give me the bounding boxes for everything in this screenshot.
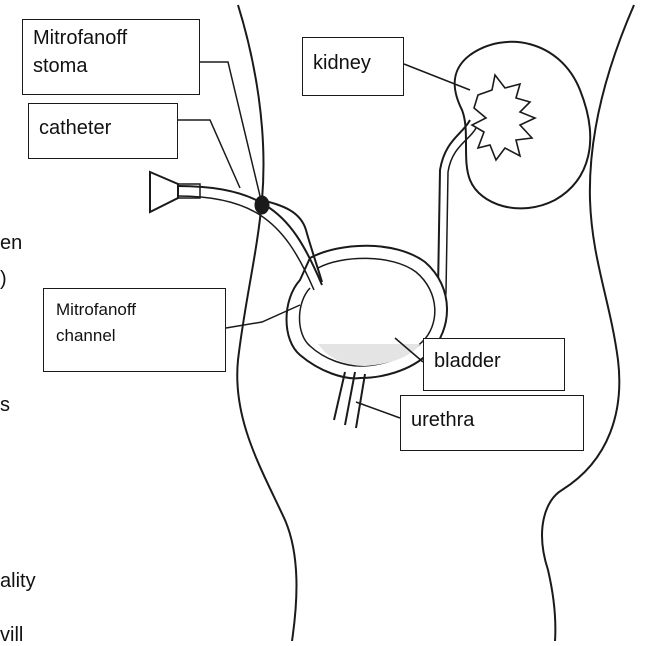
label-kidney-text: kidney	[313, 52, 371, 74]
label-urethra-text: urethra	[411, 409, 474, 431]
label-mitrofanoff-stoma-line1: Mitrofanoff	[33, 24, 189, 52]
stoma-marker	[255, 196, 269, 214]
label-bladder-text: bladder	[434, 350, 501, 372]
label-mitrofanoff-channel-line2: channel	[56, 323, 213, 349]
urethra	[334, 372, 365, 428]
label-catheter-text: catheter	[39, 117, 111, 139]
cut-text-fragment-3: s	[0, 394, 10, 416]
label-mitrofanoff-channel-line1: Mitrofanoff	[56, 297, 213, 323]
leader-catheter	[178, 120, 240, 188]
label-bladder: bladder	[423, 338, 565, 391]
cut-text-fragment-5: vill	[0, 624, 23, 646]
catheter-tube-inner	[178, 196, 314, 290]
label-kidney: kidney	[302, 37, 404, 96]
cut-text-fragment-4: ality	[0, 570, 36, 592]
label-mitrofanoff-channel: Mitrofanoff channel	[43, 288, 226, 372]
leader-urethra	[356, 402, 400, 418]
label-mitrofanoff-stoma-line2: stoma	[33, 52, 189, 80]
label-mitrofanoff-stoma: Mitrofanoff stoma	[22, 19, 200, 95]
label-catheter: catheter	[28, 103, 178, 159]
catheter-tube	[178, 186, 322, 285]
cut-text-fragment-1: en	[0, 232, 22, 254]
cut-text-fragment-2: )	[0, 268, 7, 290]
catheter-funnel	[150, 172, 178, 212]
label-urethra: urethra	[400, 395, 584, 451]
leader-stoma	[200, 62, 260, 196]
